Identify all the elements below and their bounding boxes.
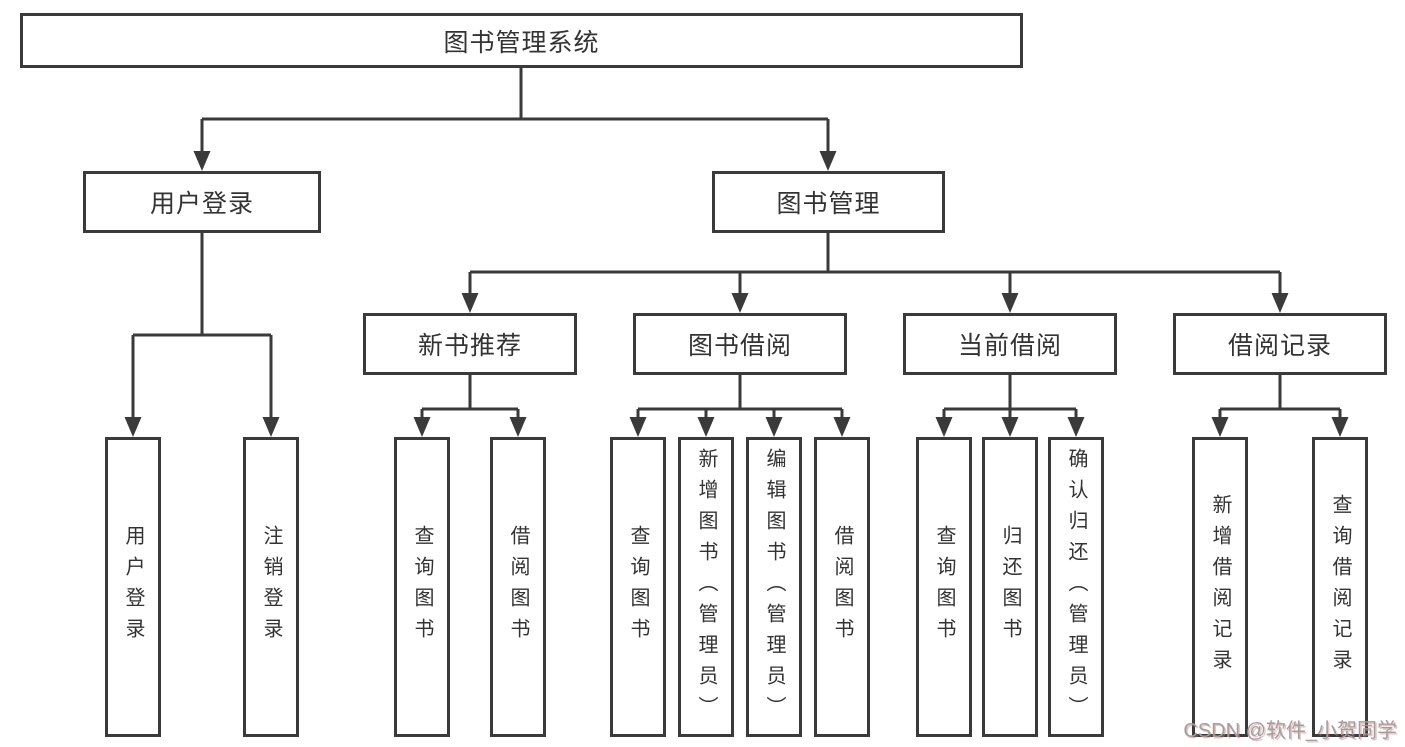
leaf-borrow-book-recommend-label: 借阅图书	[507, 525, 529, 649]
leaf-logout-label: 注销登录	[260, 525, 282, 649]
arrow-to-leaf-borrow-book	[833, 417, 851, 437]
arrow-to-current-borrow	[1001, 293, 1019, 313]
leaf-query-book-borrowing-label: 查询图书	[627, 525, 649, 649]
leaf-query-book-recommend: 查询图书	[394, 437, 450, 737]
arrow-to-leaf-query-record	[1331, 417, 1349, 437]
node-book-management-label: 图书管理	[776, 190, 881, 218]
leaf-logout: 注销登录	[243, 437, 299, 737]
arrow-to-leaf-query-borrow	[629, 417, 647, 437]
arrow-to-leaf-user-login	[124, 417, 142, 437]
leaf-confirm-return-admin-label: 确认归还（管理员）	[1065, 447, 1087, 727]
arrow-to-leaf-edit-book	[765, 417, 783, 437]
leaf-user-login: 用户登录	[105, 437, 161, 737]
arrow-to-leaf-add-record	[1211, 417, 1229, 437]
node-new-book-recommend: 新书推荐	[363, 313, 577, 375]
arrow-to-user-login	[193, 151, 211, 171]
node-new-book-recommend-label: 新书推荐	[417, 332, 522, 360]
connector-new-book-to-leaves	[420, 375, 520, 419]
leaf-add-book-admin-label: 新增图书（管理员）	[695, 447, 717, 727]
connector-current-borrow-to-leaves	[942, 375, 1078, 419]
arrow-to-borrow-record	[1271, 293, 1289, 313]
connector-borrow-record-to-leaves	[1218, 375, 1342, 419]
node-user-login: 用户登录	[83, 171, 321, 233]
node-book-borrowing: 图书借阅	[633, 313, 847, 375]
leaf-add-book-admin: 新增图书（管理员）	[678, 437, 734, 737]
arrow-to-leaf-query-new	[413, 417, 431, 437]
arrow-to-book-mgmt	[819, 151, 837, 171]
leaf-confirm-return-admin: 确认归还（管理员）	[1048, 437, 1104, 737]
node-library-system: 图书管理系统	[20, 13, 1023, 68]
arrow-to-new-book	[461, 293, 479, 313]
leaf-user-login-label: 用户登录	[122, 525, 144, 649]
connector-user-login-to-leaves	[131, 233, 273, 419]
leaf-query-book-borrowing: 查询图书	[610, 437, 666, 737]
leaf-query-book-current: 查询图书	[916, 437, 972, 737]
csdn-watermark: CSDN @软件_小贺同学	[1183, 720, 1397, 742]
connector-book-borrow-to-leaves	[636, 375, 844, 419]
leaf-query-book-recommend-label: 查询图书	[411, 525, 433, 649]
node-borrowing-records-label: 借阅记录	[1227, 332, 1332, 360]
leaf-edit-book-admin: 编辑图书（管理员）	[746, 437, 802, 737]
leaf-borrow-book-label: 借阅图书	[831, 525, 853, 649]
arrow-to-leaf-logout	[262, 417, 280, 437]
leaf-add-borrow-record: 新增借阅记录	[1192, 437, 1248, 737]
node-library-system-label: 图书管理系统	[443, 28, 600, 57]
arrow-to-book-borrow	[731, 293, 749, 313]
arrow-to-leaf-query-current	[935, 417, 953, 437]
leaf-borrow-book-recommend: 借阅图书	[490, 437, 546, 737]
arrow-to-leaf-add-book	[697, 417, 715, 437]
leaf-query-borrow-record-label: 查询借阅记录	[1329, 494, 1351, 680]
leaf-return-book-label: 归还图书	[999, 525, 1021, 649]
connector-book-mgmt-to-level3	[468, 233, 1282, 295]
node-borrowing-records: 借阅记录	[1173, 313, 1387, 375]
node-book-borrowing-label: 图书借阅	[687, 332, 792, 360]
arrow-to-leaf-borrow-new	[509, 417, 527, 437]
leaf-query-borrow-record: 查询借阅记录	[1312, 437, 1368, 737]
node-book-management: 图书管理	[712, 171, 945, 233]
leaf-return-book: 归还图书	[982, 437, 1038, 737]
leaf-query-book-current-label: 查询图书	[933, 525, 955, 649]
leaf-borrow-book: 借阅图书	[814, 437, 870, 737]
node-current-borrowing-label: 当前借阅	[957, 332, 1062, 360]
arrow-to-leaf-return-book	[1001, 417, 1019, 437]
connector-root-to-level2	[200, 68, 830, 152]
leaf-add-borrow-record-label: 新增借阅记录	[1209, 494, 1231, 680]
node-current-borrowing: 当前借阅	[903, 313, 1117, 375]
leaf-edit-book-admin-label: 编辑图书（管理员）	[763, 447, 785, 727]
arrow-to-leaf-confirm-return	[1067, 417, 1085, 437]
node-user-login-label: 用户登录	[149, 190, 254, 218]
